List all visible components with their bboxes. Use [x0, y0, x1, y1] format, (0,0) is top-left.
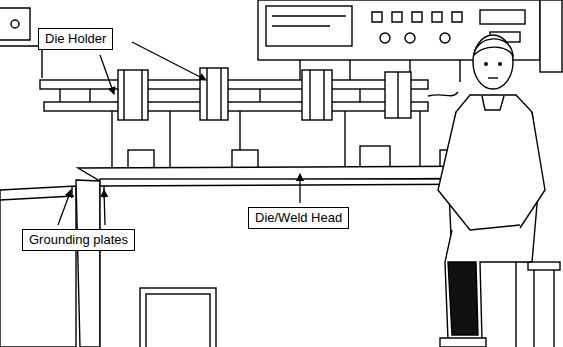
callout-box: Die/Weld Head [248, 207, 349, 229]
leader-arrows [58, 42, 300, 225]
part-label: Die/Weld Head [255, 210, 342, 226]
callout-box: Grounding plates [22, 229, 135, 251]
operator-figure [438, 35, 560, 347]
callout-box: Die Holder [38, 28, 113, 50]
part-label: Grounding plates [29, 232, 128, 248]
part-label: Die Holder [45, 31, 106, 47]
